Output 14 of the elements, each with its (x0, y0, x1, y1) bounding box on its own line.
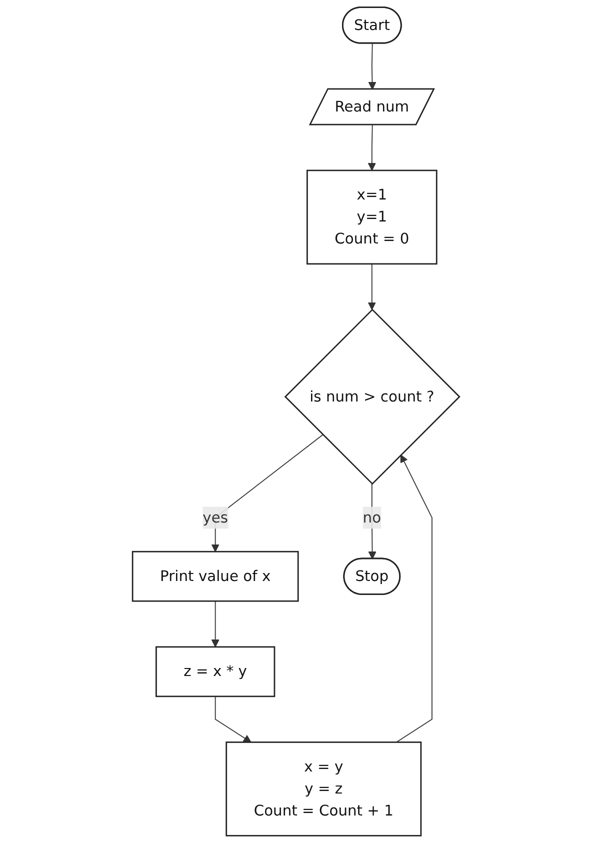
arrow (396, 454, 432, 743)
edge-label: no (362, 508, 382, 526)
arrow (368, 483, 376, 560)
node-box: Print value of x (132, 550, 299, 602)
arrow (214, 696, 252, 743)
node-box: x = y y = z Count = Count + 1 (226, 742, 422, 836)
arrow (368, 124, 376, 171)
arrow (211, 600, 220, 648)
arrow (368, 263, 376, 310)
node-box: x=1 y=1 Count = 0 (306, 170, 438, 265)
node-diamond: is num > count ? (284, 308, 460, 485)
node-box: z = x * y (156, 646, 276, 698)
arrow (368, 43, 376, 90)
edge-label: yes (202, 508, 228, 526)
